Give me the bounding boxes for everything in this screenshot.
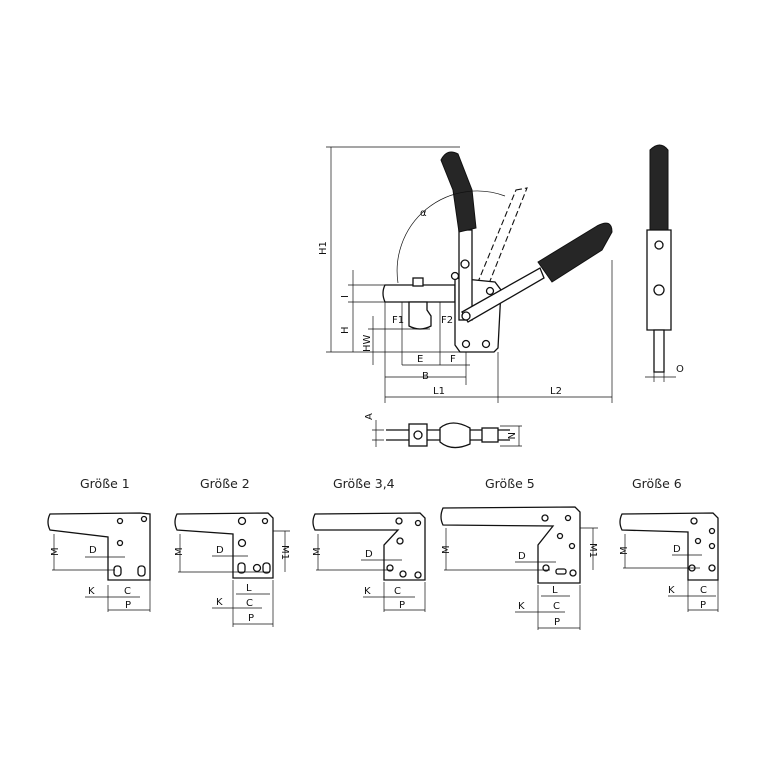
dim-d-label: D (89, 545, 97, 556)
dim-k-label: K (364, 586, 371, 597)
angle-alpha-label: α (420, 208, 427, 219)
dim-a-label: A (364, 413, 375, 420)
dim-k-label: K (216, 597, 223, 608)
spindle-arm (382, 284, 456, 303)
dim-l-label: L (552, 585, 558, 596)
handle-bar (458, 229, 473, 321)
side-grip (649, 144, 669, 231)
top-view: A N (364, 413, 522, 449)
dim-e-label: E (417, 354, 423, 365)
dim-p-label: P (248, 613, 254, 624)
dim-i-label: I (340, 295, 351, 298)
dim-p-label: P (554, 617, 560, 628)
dim-m-label: M (50, 547, 61, 556)
dim-l-label: L (246, 583, 252, 594)
dim-d-label: D (365, 549, 373, 560)
dim-d-label: D (673, 544, 681, 555)
spindle-pad (408, 301, 432, 330)
dim-h1-label: H1 (318, 241, 329, 255)
dim-d-label: D (216, 545, 224, 556)
dim-m-label: M (441, 545, 452, 554)
dim-f-label: F (450, 354, 456, 365)
size-3-4: Größe 3,4 M D K C P (312, 476, 426, 612)
size-title: Größe 1 (80, 476, 130, 491)
dim-l2-label: L2 (550, 386, 562, 397)
dim-m-label: M (619, 546, 630, 555)
dim-m1-label: M1 (587, 543, 598, 558)
dim-c-label: C (394, 586, 401, 597)
handle-grip (440, 151, 477, 233)
dim-p-label: P (399, 600, 405, 611)
handle-open-phantom (477, 187, 528, 287)
force-f2-label: F2 (441, 315, 453, 326)
dim-c-label: C (246, 598, 253, 609)
dim-m-label: M (312, 547, 323, 556)
force-f1-label: F1 (392, 315, 404, 326)
dim-h-label: H (340, 326, 351, 334)
dim-c-label: C (553, 601, 560, 612)
dim-c-label: C (124, 586, 131, 597)
size-2: Größe 2 M M1 D L K C P (174, 476, 290, 627)
size-title: Größe 5 (485, 476, 535, 491)
side-view: O (645, 144, 684, 382)
size-1: Größe 1 M D K C P (47, 476, 151, 612)
dim-c-label: C (700, 585, 707, 596)
size-title: Größe 6 (632, 476, 682, 491)
handle-open-grip (537, 222, 613, 283)
main-view: H1 α I H HW F1 F2 E F B L1 L2 (318, 146, 613, 403)
dim-n-label: N (505, 432, 516, 439)
size-title: Größe 2 (200, 476, 250, 491)
dim-p-label: P (125, 600, 131, 611)
dim-d-label: D (518, 551, 526, 562)
dim-m-label: M (174, 547, 185, 556)
dim-k-label: K (88, 586, 95, 597)
size-5: Größe 5 M M1 D L K C P (440, 476, 598, 630)
dim-b-label: B (422, 371, 429, 382)
dim-l1-label: L1 (433, 386, 445, 397)
dim-o-label: O (676, 364, 684, 375)
size-6: Größe 6 M D K C P (619, 476, 719, 612)
dim-k-label: K (668, 585, 675, 596)
nut (412, 277, 424, 287)
size-title: Größe 3,4 (333, 476, 395, 491)
dim-hw-label: HW (362, 334, 373, 352)
dim-k-label: K (518, 601, 525, 612)
dim-m1-label: M1 (279, 545, 290, 560)
dim-p-label: P (700, 600, 706, 611)
